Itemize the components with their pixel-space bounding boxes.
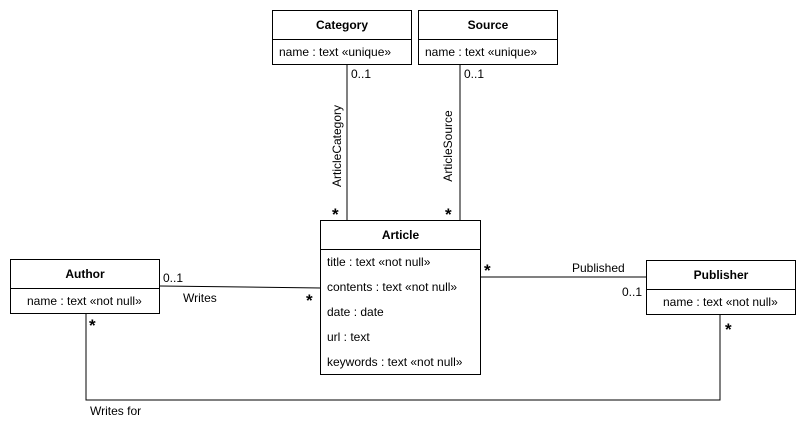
mult-source-end: 0..1: [464, 67, 485, 81]
class-source-name: Source: [419, 11, 557, 40]
mult-article-end-writes: *: [306, 291, 313, 310]
class-source-attr-name: name : text «unique»: [425, 45, 538, 59]
class-article[interactable]: Article title : text «not null» contents…: [320, 220, 481, 375]
assoc-label-article-category: ArticleCategory: [330, 104, 344, 188]
class-category-name: Category: [273, 11, 411, 40]
class-author[interactable]: Author name : text «not null»: [10, 259, 160, 314]
mult-publisher-end-writes-for: *: [725, 320, 732, 339]
class-author-attr-name: name : text «not null»: [27, 294, 142, 308]
assoc-label-writes-for: Writes for: [90, 404, 142, 418]
class-category[interactable]: Category name : text «unique»: [272, 10, 412, 65]
mult-category-end: 0..1: [351, 67, 372, 81]
assoc-label-article-source: ArticleSource: [441, 110, 455, 182]
mult-author-end-writes-for: *: [89, 316, 96, 335]
class-article-name: Article: [321, 221, 480, 250]
edge-writes-for: [85, 314, 721, 401]
class-category-attr-name: name : text «unique»: [279, 45, 392, 59]
class-article-attr-date: date : date: [327, 305, 384, 319]
mult-article-end-published: *: [484, 261, 491, 280]
assoc-label-writes: Writes: [183, 291, 217, 305]
class-publisher[interactable]: Publisher name : text «not null»: [646, 260, 796, 315]
class-article-attr-contents: contents : text «not null»: [327, 280, 458, 294]
class-article-attr-keywords: keywords : text «not null»: [327, 355, 463, 369]
mult-article-end-source: *: [445, 205, 452, 224]
class-article-attr-url: url : text: [327, 330, 370, 344]
mult-author-end-writes: 0..1: [163, 271, 184, 285]
mult-publisher-end-published: 0..1: [622, 285, 643, 299]
mult-article-end-category: *: [332, 205, 339, 224]
class-publisher-attr-name: name : text «not null»: [663, 295, 778, 309]
edge-writes: [159, 285, 322, 289]
assoc-label-published: Published: [572, 261, 625, 275]
class-source[interactable]: Source name : text «unique»: [418, 10, 558, 65]
class-author-name: Author: [11, 260, 159, 289]
class-article-attr-title: title : text «not null»: [327, 255, 431, 269]
class-publisher-name: Publisher: [647, 261, 795, 290]
